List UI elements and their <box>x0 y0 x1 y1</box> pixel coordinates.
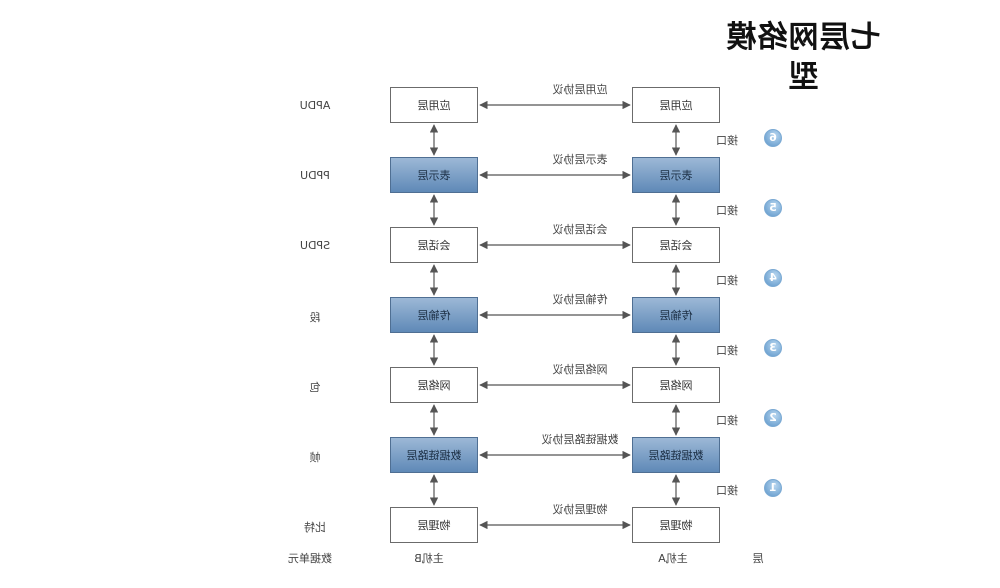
interface-label: 接口 <box>716 414 738 427</box>
interface-label: 接口 <box>716 344 738 357</box>
data-unit-label: 比特 <box>304 521 326 534</box>
host-a-layer-box: 数据链路层 <box>632 437 720 473</box>
interface-number-badge: 6 <box>764 129 782 147</box>
host-b-layer-box: 传输层 <box>390 297 478 333</box>
peer-protocol-label: 物理层协议 <box>552 503 608 516</box>
interface-number-badge: 2 <box>764 409 782 427</box>
host-b-layer-box: 网络层 <box>390 367 478 403</box>
peer-protocol-label: 数据链路层协议 <box>541 433 619 446</box>
data-unit-label: 包 <box>309 381 321 394</box>
host-a-layer-box: 传输层 <box>632 297 720 333</box>
interface-number-badge: 5 <box>764 199 782 217</box>
peer-protocol-label: 会话层协议 <box>552 223 608 236</box>
peer-protocol-label: 应用层协议 <box>552 83 608 96</box>
host-a-layer-box: 网络层 <box>632 367 720 403</box>
host-b-layer-box: 会话层 <box>390 227 478 263</box>
host-b-layer-box: 物理层 <box>390 507 478 543</box>
host-a-layer-box: 会话层 <box>632 227 720 263</box>
data-unit-label: APDU <box>299 99 331 112</box>
interface-label: 接口 <box>716 134 738 147</box>
peer-protocol-label: 表示层协议 <box>552 153 608 166</box>
interface-number-badge: 1 <box>764 479 782 497</box>
peer-protocol-label: 网络层协议 <box>552 363 608 376</box>
host-b-label: 主机B <box>414 552 444 565</box>
interface-label: 接口 <box>716 204 738 217</box>
host-a-layer-box: 应用层 <box>632 87 720 123</box>
data-unit-column-header: 数据单元 <box>288 552 332 565</box>
host-b-layer-box: 应用层 <box>390 87 478 123</box>
host-a-label: 主机A <box>658 552 688 565</box>
layer-column-header: 层 <box>752 552 764 565</box>
data-unit-label: SPDU <box>299 239 331 252</box>
interface-number-badge: 4 <box>764 269 782 287</box>
data-unit-label: PPDU <box>300 169 330 182</box>
interface-label: 接口 <box>716 484 738 497</box>
host-a-layer-box: 物理层 <box>632 507 720 543</box>
peer-protocol-label: 传输层协议 <box>552 293 608 306</box>
host-b-layer-box: 表示层 <box>390 157 478 193</box>
interface-label: 接口 <box>716 274 738 287</box>
host-a-layer-box: 表示层 <box>632 157 720 193</box>
host-b-layer-box: 数据链路层 <box>390 437 478 473</box>
data-unit-label: 段 <box>309 311 321 324</box>
interface-number-badge: 3 <box>764 339 782 357</box>
data-unit-label: 帧 <box>309 451 321 464</box>
